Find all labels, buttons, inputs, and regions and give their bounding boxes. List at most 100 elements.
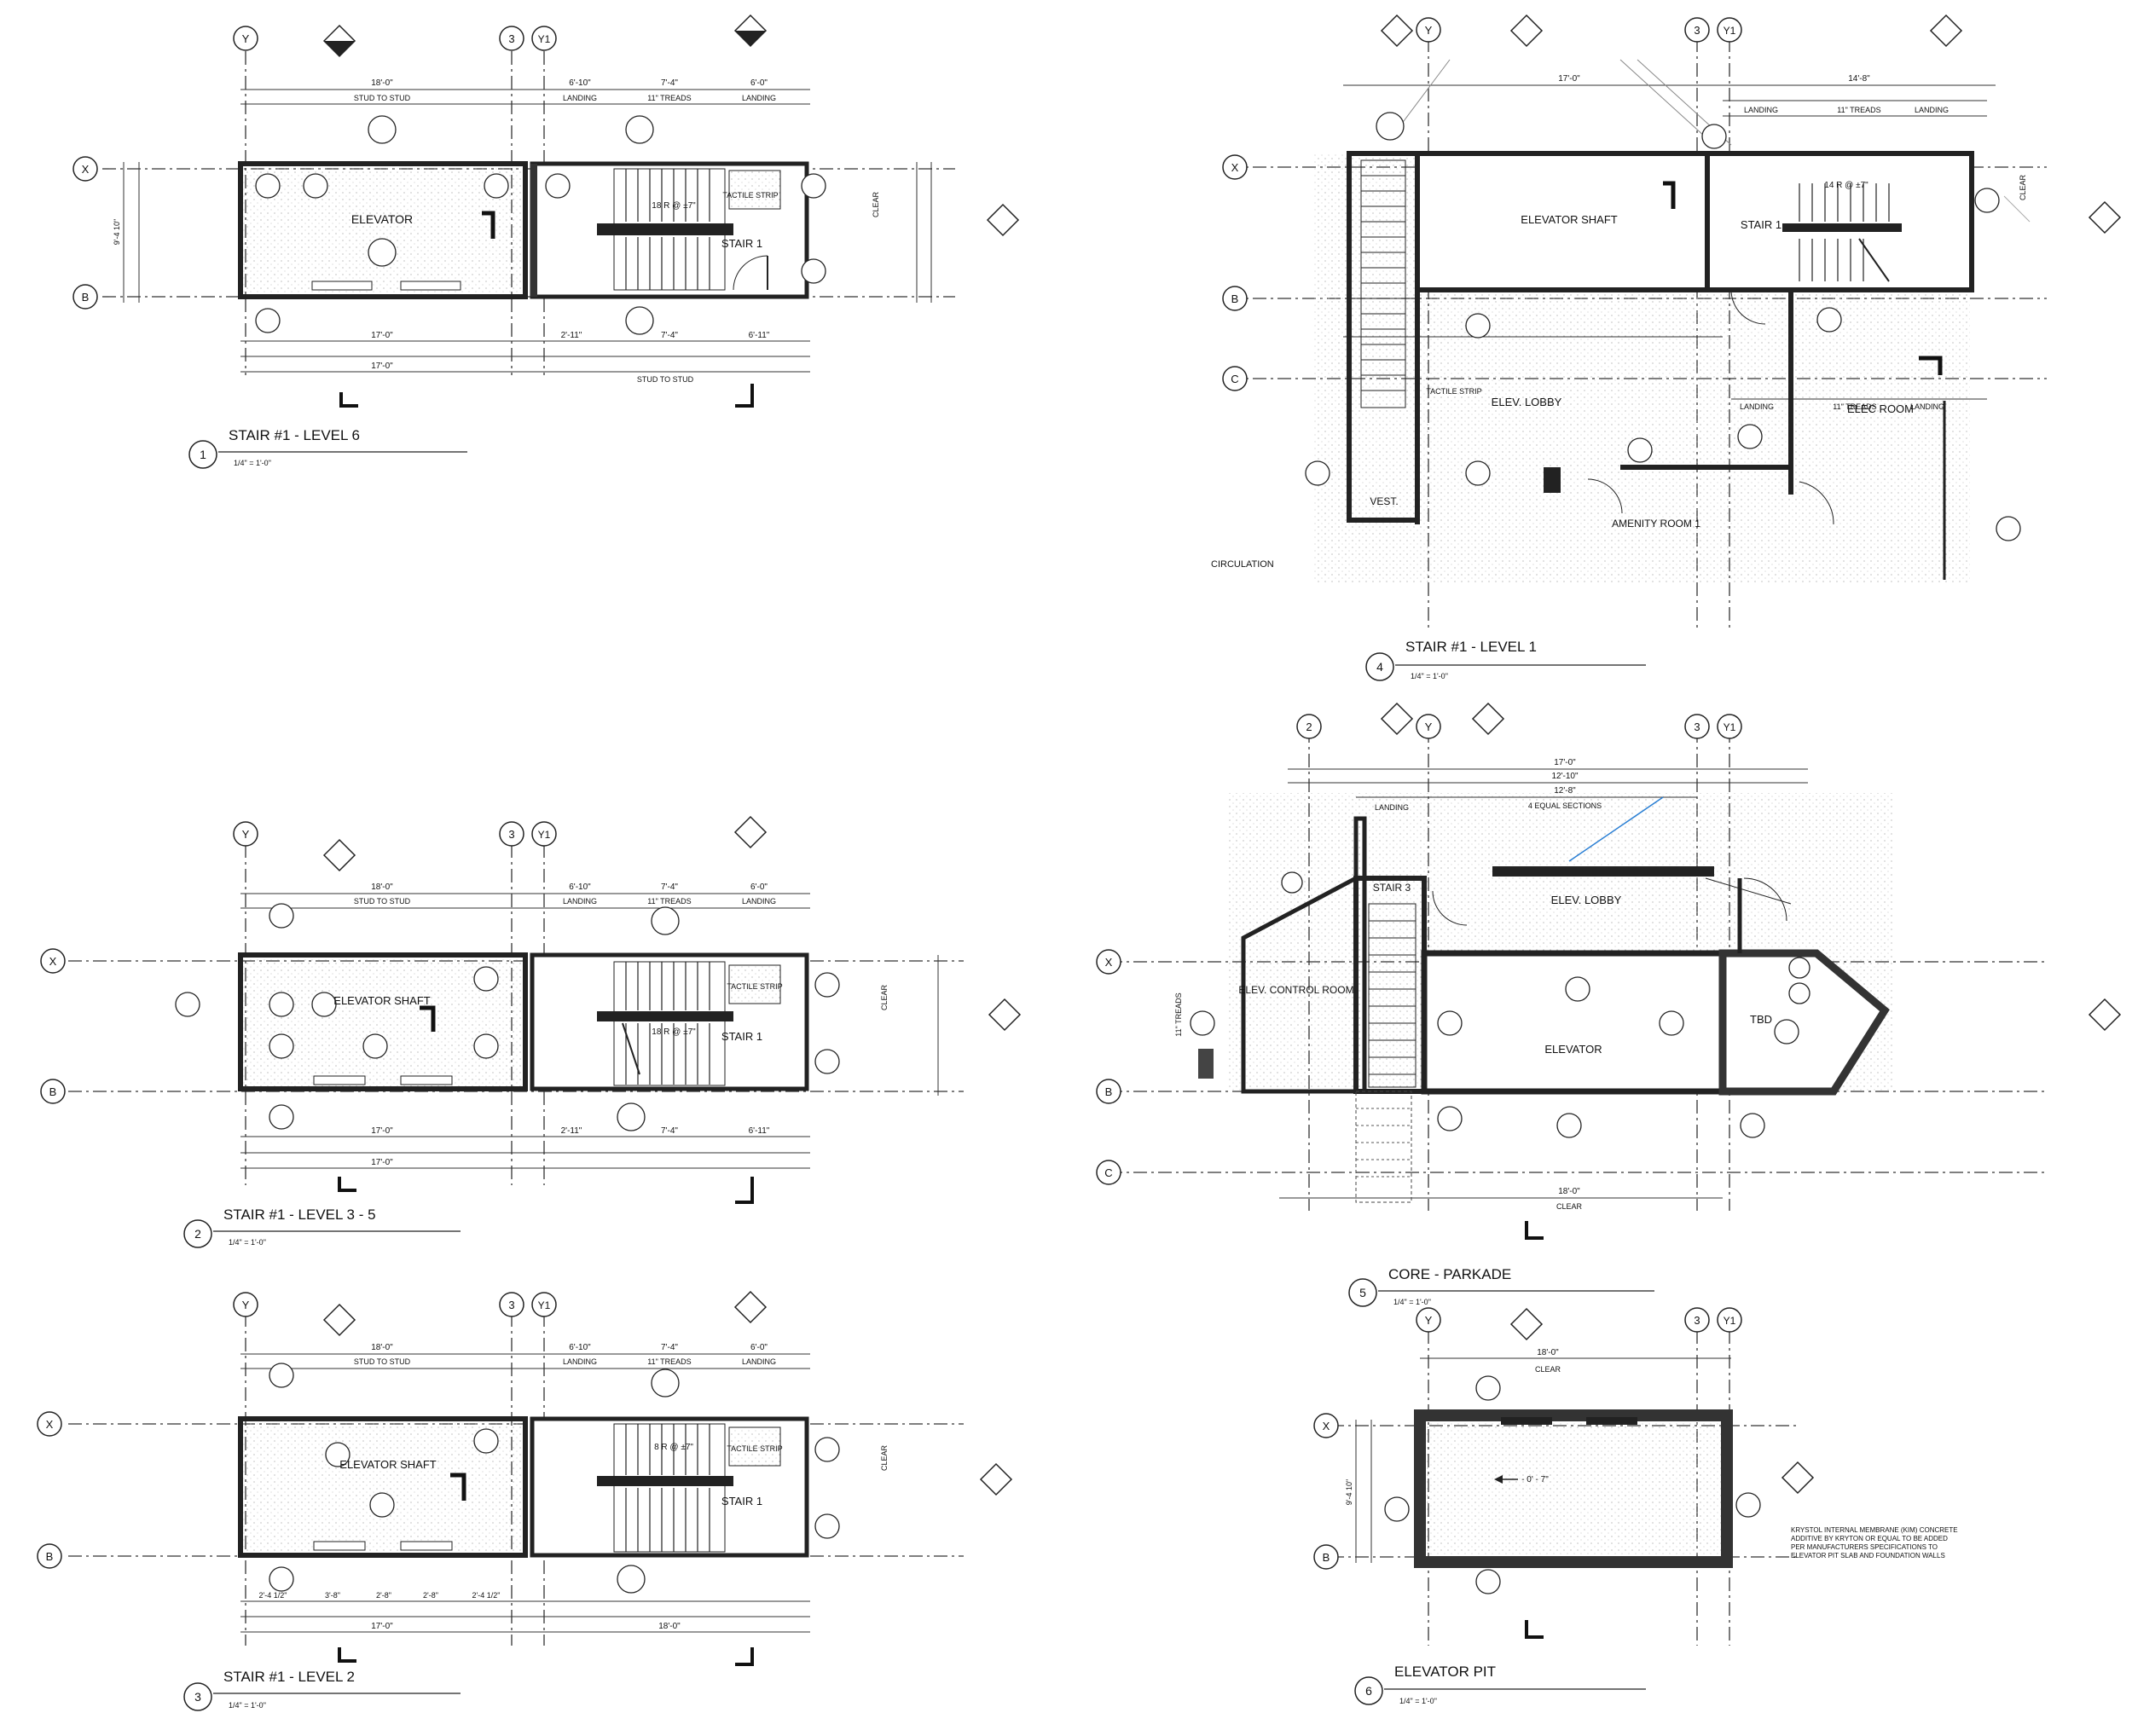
dim-landing: LANDING (1375, 803, 1409, 812)
grid-b-label: B (1323, 1551, 1330, 1564)
grid-3-label: 3 (1694, 720, 1700, 733)
room-tbd: TBD (1750, 1013, 1772, 1026)
tactile-strip: TACTILE STRIP (727, 982, 782, 991)
view4-title: STAIR #1 - LEVEL 1 (1405, 639, 1537, 655)
grid-3-label: 3 (1694, 24, 1700, 37)
dim-side: 9'-4 10" (1345, 1479, 1353, 1505)
grid-x-label: X (1231, 161, 1239, 174)
dim-treads: 11" TREADS (647, 897, 691, 906)
dim-d3: 6'-0" (750, 1343, 768, 1352)
room-stair: STAIR 1 (721, 237, 762, 250)
room-stair: STAIR 1 (721, 1495, 762, 1507)
dim-side: 9'-4 10" (113, 219, 121, 245)
dim-landing-a: LANDING (563, 1357, 597, 1366)
dim-landing-b: LANDING (1915, 106, 1949, 114)
grid-c-label: C (1104, 1166, 1112, 1179)
dim-d1: 6'-10" (569, 1343, 591, 1352)
dim-landing-a: LANDING (563, 897, 597, 906)
pit-slope: - 0' - 7" (1521, 1475, 1549, 1484)
dim-stud: STUD TO STUD (354, 94, 411, 102)
view6-title: ELEVATOR PIT (1394, 1664, 1496, 1680)
dim-stud: STUD TO STUD (354, 897, 411, 906)
dim-treads-bot: 11" TREADS (1833, 402, 1876, 411)
grid-x-label: X (82, 163, 90, 176)
dim-bot1: 17'-0" (371, 331, 393, 340)
dim-top-overall: 17'-0" (1554, 758, 1576, 767)
room-elevator-shaft: ELEVATOR SHAFT (339, 1458, 436, 1471)
dim-top-sub: 12'-10" (1551, 772, 1578, 781)
view2-scale: 1/4" = 1'-0" (229, 1238, 266, 1247)
dim-bot4: 6'-11" (749, 331, 770, 340)
tactile-strip: TACTILE STRIP (727, 1444, 782, 1453)
dim-risers: 8 R @ ±7" (654, 1443, 693, 1452)
view1-number: 1 (200, 448, 206, 461)
dim-b1: 2'-4 1/2" (259, 1591, 287, 1600)
dim-d1: 6'-10" (569, 882, 591, 892)
grid-y1-label: Y1 (538, 829, 551, 841)
dim-landing-c: LANDING (1740, 402, 1774, 411)
view5-scale: 1/4" = 1'-0" (1393, 1298, 1431, 1306)
grid-x-label: X (1105, 956, 1113, 969)
dim-stud: STUD TO STUD (354, 1357, 411, 1366)
dim-risers: 18 R @ ±7" (652, 201, 696, 211)
dim-treads: 11" TREADS (647, 94, 691, 102)
view2-title: STAIR #1 - LEVEL 3 - 5 (223, 1207, 376, 1223)
dim-sections: 4 EQUAL SECTIONS (1528, 801, 1602, 810)
view4-number: 4 (1376, 660, 1383, 674)
dim-treads: 11" TREADS (1837, 106, 1880, 114)
dim-b5: 2'-4 1/2" (472, 1591, 501, 1600)
room-stair: STAIR 1 (721, 1030, 762, 1043)
dim-bot2: 2'-11" (561, 331, 582, 340)
grid-y-label: Y (1425, 720, 1433, 733)
dim-landing-b: LANDING (742, 1357, 776, 1366)
tactile-strip: TACTILE STRIP (722, 191, 778, 200)
grid-x-label: X (49, 955, 57, 968)
grid-3-label: 3 (1694, 1314, 1700, 1327)
grid-x-label: X (1323, 1420, 1330, 1432)
dim-b3: 2'-8" (376, 1591, 391, 1600)
view3-title: STAIR #1 - LEVEL 2 (223, 1669, 355, 1685)
grid-b-label: B (82, 291, 90, 304)
view6-number: 6 (1365, 1684, 1372, 1698)
pit-membrane-note: KRYSTOL INTERNAL MEMBRANE (KIM) CONCRETE… (1791, 1526, 1958, 1560)
grid-y1-label: Y1 (1724, 721, 1736, 733)
grid-y-label: Y (1425, 1314, 1433, 1327)
view3-scale: 1/4" = 1'-0" (229, 1701, 266, 1710)
dim-bot-overall: 17'-0" (371, 1622, 393, 1631)
dim-stud-bottom: STUD TO STUD (637, 375, 694, 384)
view-elevator-pit: - 0' - 7" Y 3 Y1 X B 18'-0" CLEAR 9'-4 1… (1313, 1307, 1958, 1705)
grid-y1-label: Y1 (538, 1299, 551, 1311)
room-elevator-shaft: ELEVATOR SHAFT (333, 994, 430, 1007)
dim-d1: 6'-10" (569, 78, 591, 88)
grid-b-label: B (49, 1085, 57, 1098)
room-elec: ELEC ROOM (1847, 402, 1914, 415)
room-stair3: STAIR 3 (1373, 882, 1411, 894)
dim-top-stair: 14'-8" (1848, 74, 1870, 84)
view4-scale: 1/4" = 1'-0" (1411, 672, 1448, 680)
dim-clear: CLEAR (880, 1444, 889, 1471)
dim-top-overall: 18'-0" (371, 1343, 393, 1352)
dim-treads: 11" TREADS (647, 1357, 691, 1366)
dim-b2: 3'-8" (325, 1591, 340, 1600)
dim-clear: CLEAR (2019, 174, 2027, 200)
grid-3-label: 3 (508, 32, 514, 45)
grid-2-label: 2 (1306, 720, 1312, 733)
dim-risers: 14 R @ ±7" (1824, 181, 1868, 190)
view5-title: CORE - PARKADE (1388, 1266, 1511, 1282)
dim-bot2: 2'-11" (561, 1126, 582, 1136)
view-stair1-level1: Y 3 Y1 X B C ELEVATOR SHAFT STAIR 1 ELEV… (1211, 14, 2122, 681)
view5-number: 5 (1359, 1286, 1366, 1299)
view3-number: 3 (194, 1690, 201, 1704)
grid-y-label: Y (242, 828, 250, 841)
room-elev-control: ELEV. CONTROL ROOM (1238, 984, 1353, 996)
grid-3-label: 3 (508, 828, 514, 841)
dim-bot1: 17'-0" (371, 1126, 393, 1136)
dim-risers: 18 R @ ±7" (652, 1027, 696, 1037)
dim-landing-d: LANDING (1910, 402, 1944, 411)
room-elevator-shaft: ELEVATOR SHAFT (1521, 213, 1617, 226)
grid-y-label: Y (242, 1299, 250, 1311)
dim-top-overall: 17'-0" (1558, 74, 1580, 84)
grid-b-label: B (1105, 1085, 1113, 1098)
dim-landing-a: LANDING (1744, 106, 1778, 114)
